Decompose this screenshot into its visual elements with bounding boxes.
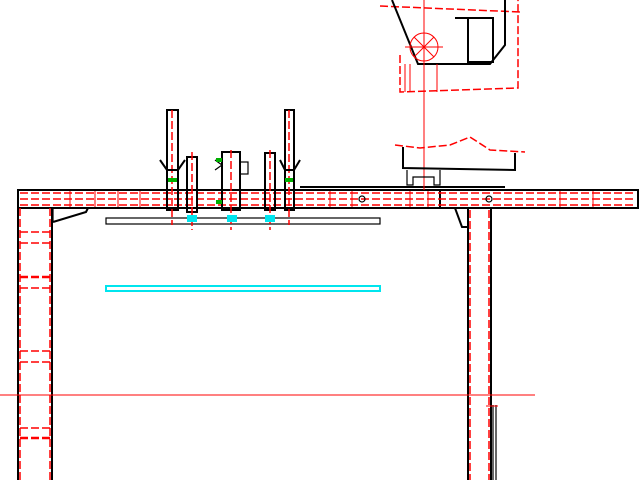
bolt-icon	[485, 195, 493, 203]
main-beam	[17, 186, 639, 209]
cyan-marker	[227, 215, 237, 222]
highlighted-plate[interactable]	[105, 285, 381, 292]
right-column	[454, 207, 498, 480]
clamp-assembly	[159, 109, 301, 230]
bolt-icon	[358, 195, 366, 203]
cyan-marker	[187, 215, 197, 222]
support-plate	[105, 217, 381, 225]
cyan-marker	[265, 215, 275, 222]
left-column	[17, 190, 89, 480]
machine-head	[379, 0, 526, 190]
